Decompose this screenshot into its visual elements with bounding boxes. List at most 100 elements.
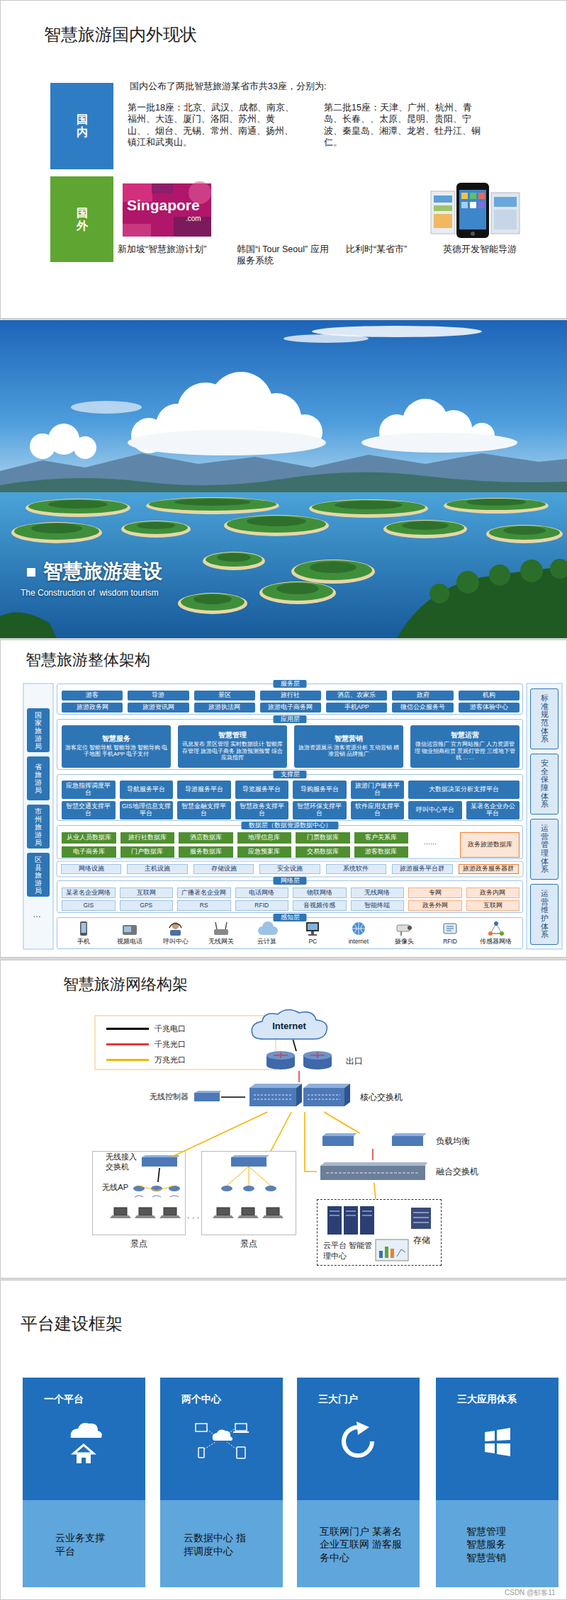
sensor-icon [311,932,314,935]
node-label: 智慧运营 [450,732,480,740]
sensor-caption: 云计算 [244,938,290,947]
slide-frame [0,1281,567,1600]
node-label: 酒店数据库 [189,834,222,842]
sensor-icon [169,924,182,929]
network-link [292,1040,297,1052]
legend-text: 千兆光口 [154,1039,186,1051]
phone-app-picture [461,201,468,209]
system-box: 安全保障体系 [530,754,559,816]
node-label: 旅游资讯网 [142,704,175,712]
phone-app-picture [469,192,477,200]
slide-title: 平台建设框架 [20,1313,123,1336]
network-link [270,1112,292,1152]
service-box: 智慧环保支撑平台 [292,801,347,821]
node-label: 云平台 智能管理中心 [323,1241,375,1262]
network-device [326,1173,420,1175]
sensor-caption: internet [335,938,382,947]
lake-photo [361,433,518,453]
framework-panel [22,1501,146,1589]
lake-photo [136,522,176,530]
node-label: 应急指挥调度平台 [63,783,115,798]
lake-photo [226,515,327,533]
sensor-caption: 无线网关 [198,938,244,947]
lake-photo [276,583,319,595]
node-label: 景区 [218,692,232,700]
agency-box: 区县旅游局 [26,853,50,898]
node-label: 智慧服务 [102,735,131,744]
infrastructure-box: 互联网 [119,888,174,899]
network-device [322,1136,354,1147]
network-device [391,1134,427,1137]
lake-photo [26,568,36,577]
node-label: 音视频传感 [303,902,336,911]
example-caption: 韩国“i Tour Seoul” 应用服务系统 [236,243,333,268]
framework-icon [235,1424,247,1432]
framework-panel [435,1378,559,1502]
device-node: 无线接入交换机 [142,1157,178,1169]
phone-app-picture [461,192,468,200]
node-label: 标准规范体系 [540,694,549,744]
node-label: 门户数据库 [131,849,164,857]
node-label: 国内 [76,113,88,139]
lake-photo [259,581,336,605]
database-box: 门票数据库 [295,832,351,845]
scenic-area-devices [262,1216,284,1220]
service-box: 智慧政务支撑平台 [235,801,290,821]
node-label: 互联网 [136,890,156,898]
node-label: 服务层 [273,680,307,689]
framework-icon [233,1432,249,1434]
lake-photo [283,334,369,344]
scenic-area-devices [114,1208,127,1217]
internet-cloud: Internet [249,1013,329,1041]
scenic-area-devices [138,1208,152,1217]
network-device [266,1051,295,1061]
singapore-logo [122,181,212,237]
network-device [194,1093,220,1103]
node-body: 互联网门户 某著名企业互联网 游客服务中心 [319,1525,407,1567]
node-label: 从业人员数据库 [66,834,112,842]
framework-icon [484,1431,495,1443]
lake-photo [177,593,248,615]
node-label: 智能终端 [364,902,390,911]
network-box: 政务外网 [408,900,463,912]
infrastructure-box: 旅游服务平台群 [391,864,453,875]
network-device [303,1061,332,1071]
section-title: 智慧旅游建设 [43,559,163,585]
watermark: CSDN @郁客11 [504,1589,556,1599]
node-label: 国外 [76,206,88,232]
network-box: 互联网 [466,900,521,912]
service-box: 旅游执法网 [194,703,256,714]
slide-title: 智慧旅游整体架构 [25,650,151,672]
lake-photo [446,498,546,511]
server-rack [343,1207,358,1236]
server-rack [375,1240,409,1262]
lake-photo [0,320,567,639]
node-label: 旅行社数据库 [128,834,167,842]
node-label: 微信公众服务号 [400,704,446,712]
slide-title: 智慧旅游网络构架 [63,975,188,996]
phone-app-picture [469,201,477,209]
lake-photo [174,498,251,507]
legend-entry: 万兆光口 [106,1052,186,1069]
side-panel [23,683,54,950]
section-tag: 国内 [50,82,114,170]
legend-text: 万兆光口 [154,1055,186,1066]
legend-entry: 千兆光口 [106,1036,186,1053]
network-device [391,1136,424,1147]
node-label: 三大门户 [318,1394,358,1407]
network-device [194,1091,222,1094]
framework-column: 三大应用体系智慧管理 智慧服务 智慧营销 [435,1378,559,1589]
network-device [253,1095,293,1100]
node-label: GPS [139,902,153,911]
service-box: 微信公众服务号 [391,703,453,714]
intro-text: 国内公布了两批智慧旅游某省市共33座，分别为: [129,80,327,93]
framework-panel [22,1378,146,1502]
node-label: 国家旅游局 [34,711,42,751]
scenic-area-devices [141,1158,178,1168]
service-box: 机构 [458,691,520,701]
slide-frame [0,640,567,959]
framework-panel [435,1501,559,1589]
database-box: 应急预案库 [237,846,293,859]
cloud-platform: 云平台 智能管理中心存储 [316,1199,442,1267]
server-rack [327,1207,342,1236]
